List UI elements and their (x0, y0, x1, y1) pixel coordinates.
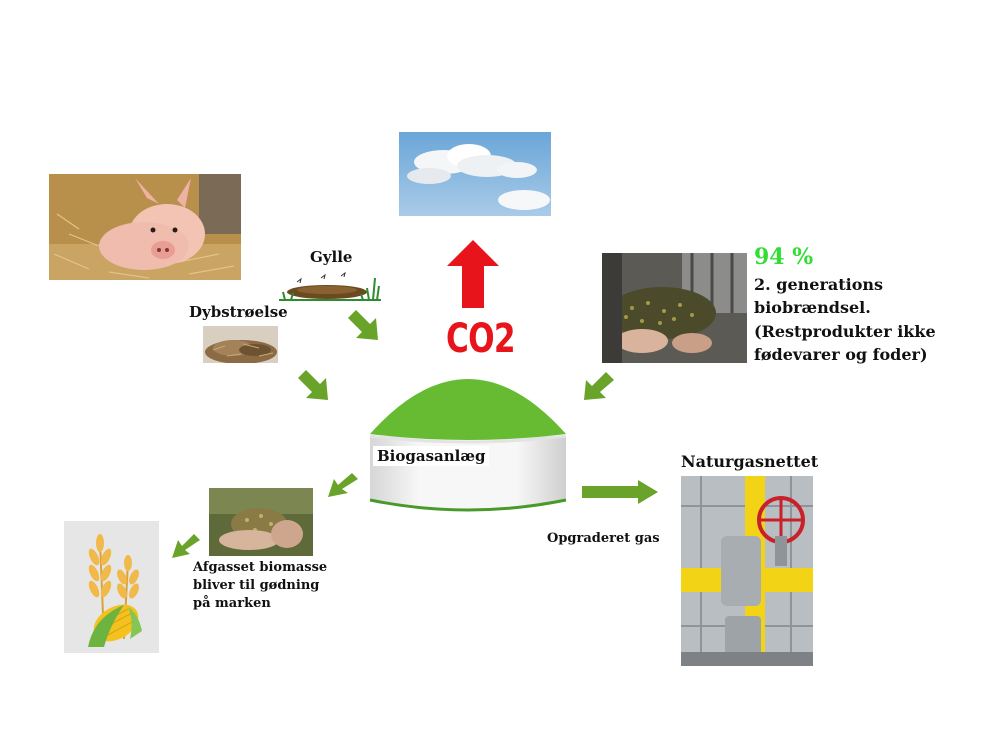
biomasse-text-line2: bliver til gødning (193, 578, 320, 593)
dybstroelse-label: Dybstrøelse (189, 303, 288, 321)
arrow-gylle-to-plant (348, 310, 384, 342)
biogas-plant (368, 376, 568, 514)
crops-image (64, 521, 159, 653)
arrow-plant-to-biomasse (326, 473, 358, 499)
naturgasnettet-label: Naturgasnettet (681, 452, 819, 471)
biomasse-image (209, 488, 313, 556)
arrow-dybstroelse-to-plant (298, 370, 332, 402)
fuel-text-line4: fødevarer og foder) (754, 345, 928, 364)
dybstroelse-image (203, 326, 278, 363)
arrow-biomasse-to-field (170, 534, 200, 560)
biogasanlaeg-label: Biogasanlæg (373, 446, 490, 466)
sky-image (399, 132, 551, 216)
gas-pipeline-image (681, 476, 813, 666)
co2-up-arrow (447, 240, 499, 308)
pig-image (49, 174, 241, 280)
gylle-image (277, 268, 383, 304)
fuel-text-line3: (Restprodukter ikke (754, 322, 936, 341)
arrow-fuel-to-plant (580, 372, 614, 402)
biofuel-image (602, 253, 747, 363)
percent-value: 94 % (754, 244, 814, 270)
fuel-text-line2: biobrændsel. (754, 298, 871, 317)
biomasse-text-line1: Afgasset biomasse (193, 560, 328, 575)
co2-label: CO2 (446, 316, 516, 362)
fuel-text-line1: 2. generations (754, 275, 884, 294)
biomasse-text-line3: på marken (193, 596, 271, 611)
opgraderet-gas-label: Opgraderet gas (547, 531, 660, 546)
arrow-plant-to-gasnet (582, 480, 658, 504)
gylle-label: Gylle (310, 248, 353, 266)
